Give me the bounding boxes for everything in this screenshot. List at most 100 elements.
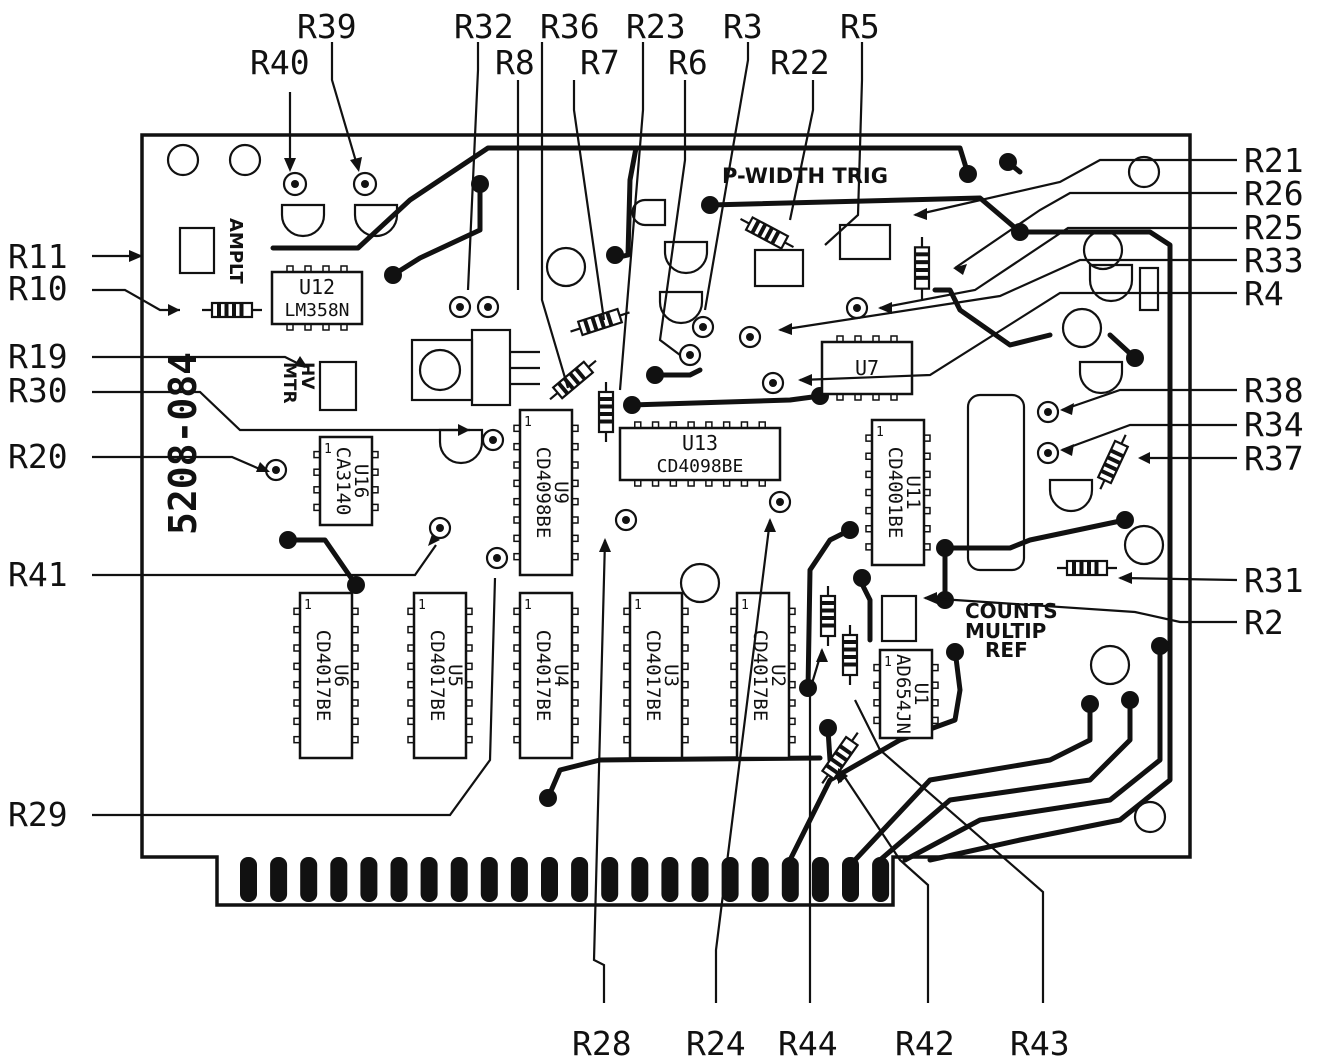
callout-r44: R44 xyxy=(778,1024,838,1063)
chip-ref-label: U3 xyxy=(660,664,682,687)
chip-ref-label: U7 xyxy=(855,356,879,380)
pin1-label: 1 xyxy=(304,598,312,613)
callout-r36: R36 xyxy=(540,7,600,46)
callout-r11: R11 xyxy=(8,237,68,276)
chip-ref-label: U4 xyxy=(550,664,572,687)
callout-leaders xyxy=(92,42,1238,1003)
connector-finger xyxy=(541,857,558,902)
resistor-body xyxy=(739,215,795,251)
edge-connector xyxy=(240,857,890,902)
connector-finger xyxy=(390,857,408,902)
resistor-body xyxy=(841,625,859,685)
pin1-label: 1 xyxy=(418,598,426,613)
chip-ref-label: U2 xyxy=(767,664,789,687)
connector-finger xyxy=(691,857,709,902)
amplt-label: AMPLT xyxy=(225,218,246,285)
connector-finger xyxy=(330,857,348,902)
resistor-body xyxy=(597,382,615,442)
connector-finger xyxy=(450,857,468,902)
mounting-holes xyxy=(166,143,1167,834)
ref-label: REF xyxy=(985,638,1028,662)
chip-part-label: CD4017BE xyxy=(532,630,554,722)
callout-r7: R7 xyxy=(580,43,620,82)
callout-r32: R32 xyxy=(454,7,514,46)
pin1-label: 1 xyxy=(884,655,892,670)
callout-r28: R28 xyxy=(572,1024,632,1063)
chip-ref-label: U9 xyxy=(550,481,572,504)
resistor-body xyxy=(549,359,597,401)
callout-r8: R8 xyxy=(495,43,535,82)
chip-part-label: CD4017BE xyxy=(642,630,664,722)
part-number-label: 5208-084 xyxy=(161,352,205,535)
callout-r40: R40 xyxy=(250,43,310,82)
callout-r38: R38 xyxy=(1244,371,1304,410)
chip-part-label: CD4098BE xyxy=(532,447,554,539)
connector-finger xyxy=(842,857,859,902)
hv-label: HV xyxy=(297,362,317,390)
chip-ref-label: U1 xyxy=(910,683,932,706)
chip-part-label: CD4098BE xyxy=(657,456,744,477)
chip-ref-label: U11 xyxy=(902,475,924,509)
chip-part-label: CD4001BE xyxy=(884,447,906,539)
resistor-body xyxy=(202,301,262,319)
connector-finger xyxy=(571,857,589,902)
chip-part-label: CD4017BE xyxy=(426,630,448,722)
chip-ref-label: U12 xyxy=(299,275,335,299)
resistor-body xyxy=(570,307,630,337)
resistors xyxy=(202,215,1130,785)
resistor-body xyxy=(1096,434,1130,490)
connector-finger xyxy=(631,857,649,902)
connector-finger xyxy=(811,857,829,902)
callout-r30: R30 xyxy=(8,371,68,410)
callout-r19: R19 xyxy=(8,337,68,376)
pwidth-trig-label: P-WIDTH TRIG xyxy=(722,164,888,188)
voltage-regulator xyxy=(410,328,540,407)
callout-labels: R39 R32 R36 R23 R3 R5 R40 R8 R7 R6 R22 R… xyxy=(8,7,1304,1063)
connector-finger xyxy=(661,857,679,902)
callout-r6: R6 xyxy=(668,43,708,82)
callout-r31: R31 xyxy=(1244,561,1304,600)
multip-label: MULTIP xyxy=(965,619,1046,643)
connector-finger xyxy=(781,857,799,902)
connector-finger xyxy=(601,857,619,902)
resistor-body xyxy=(913,237,931,299)
chip-ref-label: U16 xyxy=(350,464,372,498)
callout-r29: R29 xyxy=(8,795,68,834)
callout-r26: R26 xyxy=(1244,174,1304,213)
connector-finger xyxy=(420,857,438,902)
callout-r23: R23 xyxy=(626,7,686,46)
callout-r3: R3 xyxy=(723,7,763,46)
transistors xyxy=(280,198,1165,686)
chip-ref-label: U13 xyxy=(682,431,718,455)
connector-finger xyxy=(300,857,318,902)
chip-part-label: CD4017BE xyxy=(312,630,334,722)
mtr-label: MTR xyxy=(279,362,299,404)
trim-pots xyxy=(264,171,1060,570)
chip-ref-label: U6 xyxy=(330,664,352,687)
connector-finger xyxy=(751,857,769,902)
callout-arrowheads xyxy=(129,157,1150,784)
callout-r4: R4 xyxy=(1244,274,1284,313)
callout-r33: R33 xyxy=(1244,241,1304,280)
connector-finger xyxy=(480,857,498,902)
resistor-body xyxy=(820,731,860,785)
connector-finger xyxy=(240,857,257,902)
copper-traces xyxy=(270,145,1173,863)
callout-r2: R2 xyxy=(1244,603,1284,642)
chip-part-label: LM358N xyxy=(284,300,349,321)
pin1-label: 1 xyxy=(741,598,749,613)
pin1-label: 1 xyxy=(524,598,532,613)
callout-r43: R43 xyxy=(1010,1024,1070,1063)
callout-r10: R10 xyxy=(8,269,68,308)
